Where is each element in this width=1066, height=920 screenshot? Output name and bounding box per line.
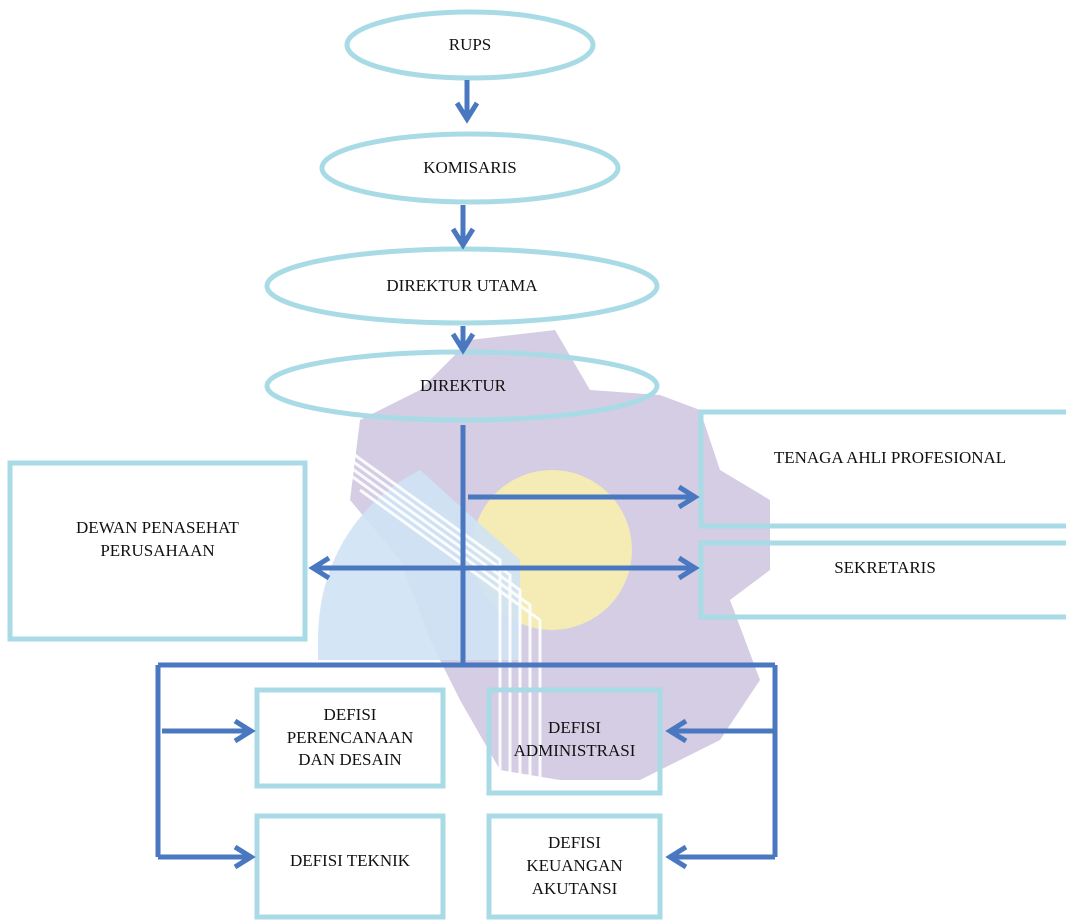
arrowhead: [665, 844, 688, 870]
sekretaris-node: [698, 540, 1066, 620]
tenaga-ahli-node: [698, 409, 1066, 529]
watermark-arc: [318, 470, 520, 660]
connectors: [155, 80, 778, 870]
defisi-administrasi-node: [486, 687, 663, 796]
defisi-keuangan-node: [486, 813, 663, 920]
direktur-utama-node: [264, 246, 660, 326]
defisi-perencanaan-node: [254, 687, 446, 789]
arrowhead: [233, 718, 256, 744]
rups-node: [344, 9, 596, 81]
komisaris-node: [319, 131, 621, 205]
arrowhead: [677, 484, 700, 510]
arrowhead: [665, 718, 688, 744]
watermark-stripes: [319, 428, 542, 780]
dewan-penasehat-node: [7, 460, 308, 642]
arrowhead: [233, 844, 256, 870]
arrowhead: [450, 332, 476, 355]
arrowhead: [677, 555, 700, 581]
arrowhead: [308, 555, 331, 581]
direktur-node: [264, 349, 660, 423]
arrowhead: [454, 101, 480, 124]
arrowhead: [450, 227, 476, 250]
defisi-teknik-node: [254, 813, 446, 920]
